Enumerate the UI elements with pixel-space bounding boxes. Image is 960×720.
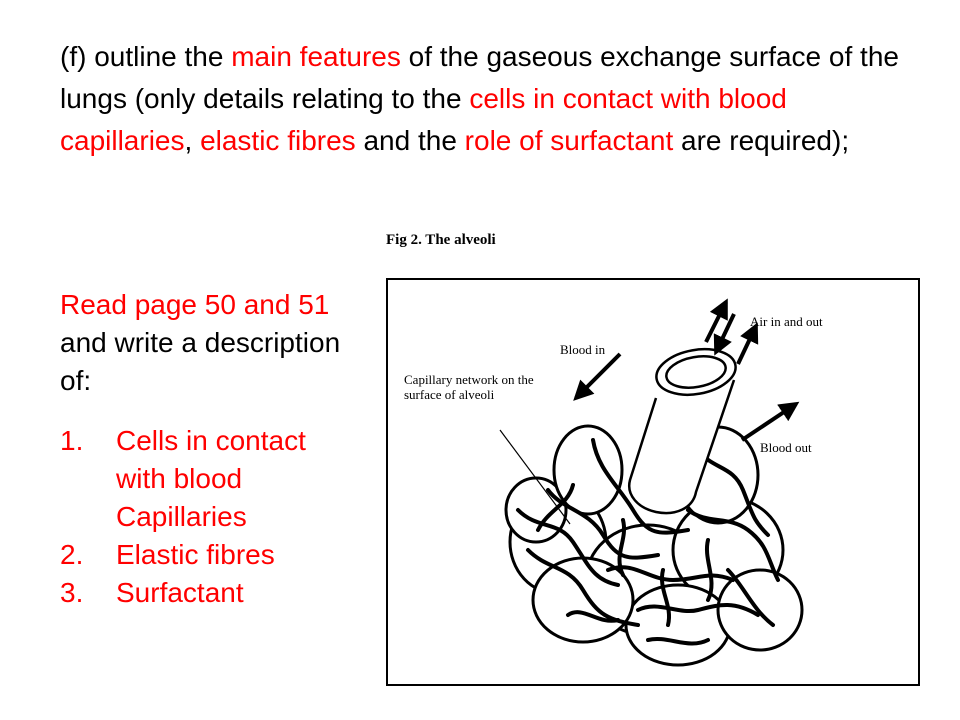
list-item: 3. Surfactant	[60, 574, 360, 612]
task-instruction: and write a description of:	[60, 327, 341, 396]
task-list: 1. Cells in contact with blood Capillarie…	[60, 422, 360, 612]
list-text: Elastic fibres	[116, 539, 275, 570]
objective-mid-2: ,	[184, 125, 201, 156]
capillary-pointer	[499, 429, 571, 525]
list-text: Surfactant	[116, 577, 244, 608]
highlight-role-of-surfactant: role of surfactant	[464, 125, 674, 156]
label-blood-out: Blood out	[760, 440, 812, 455]
highlight-elastic-fibres: elastic fibres	[200, 125, 356, 156]
list-number: 2.	[60, 539, 84, 570]
label-air-in-out: Air in and out	[750, 314, 823, 329]
objective-mid-3: and the	[355, 125, 465, 156]
objective-prefix: (f) outline the	[60, 41, 232, 72]
list-number: 1.	[60, 425, 84, 456]
alveoli-figure: Air in and out Blood in Capillary networ…	[386, 278, 920, 686]
objective-mid-1: of the gaseous exchange surface of the l…	[60, 41, 899, 114]
list-number: 3.	[60, 577, 84, 608]
figure-caption: Fig 2. The alveoli	[386, 232, 496, 248]
task-pages-highlight: Read page 50 and 51	[60, 289, 330, 320]
highlight-cells-in-contact: cells in contact with blood capillaries	[60, 83, 787, 156]
label-capillary-network: Capillary network on the surface of alve…	[404, 372, 534, 402]
alveoli-illustration	[499, 298, 804, 667]
label-blood-in: Blood in	[560, 342, 606, 357]
list-item: 1. Cells in contact with blood Capillarie…	[60, 422, 360, 536]
highlight-main-features: main features	[231, 41, 401, 72]
list-text: Cells in contact with blood Capillaries	[116, 425, 306, 532]
list-item: 2. Elastic fibres	[60, 536, 360, 574]
bronchiole-tube	[627, 347, 737, 515]
flow-arrows	[573, 298, 800, 442]
objective-suffix: are required);	[673, 125, 850, 156]
reading-task: Read page 50 and 51 and write a descript…	[60, 286, 350, 400]
learning-objective: (f) outline the main features of the gas…	[60, 36, 920, 162]
